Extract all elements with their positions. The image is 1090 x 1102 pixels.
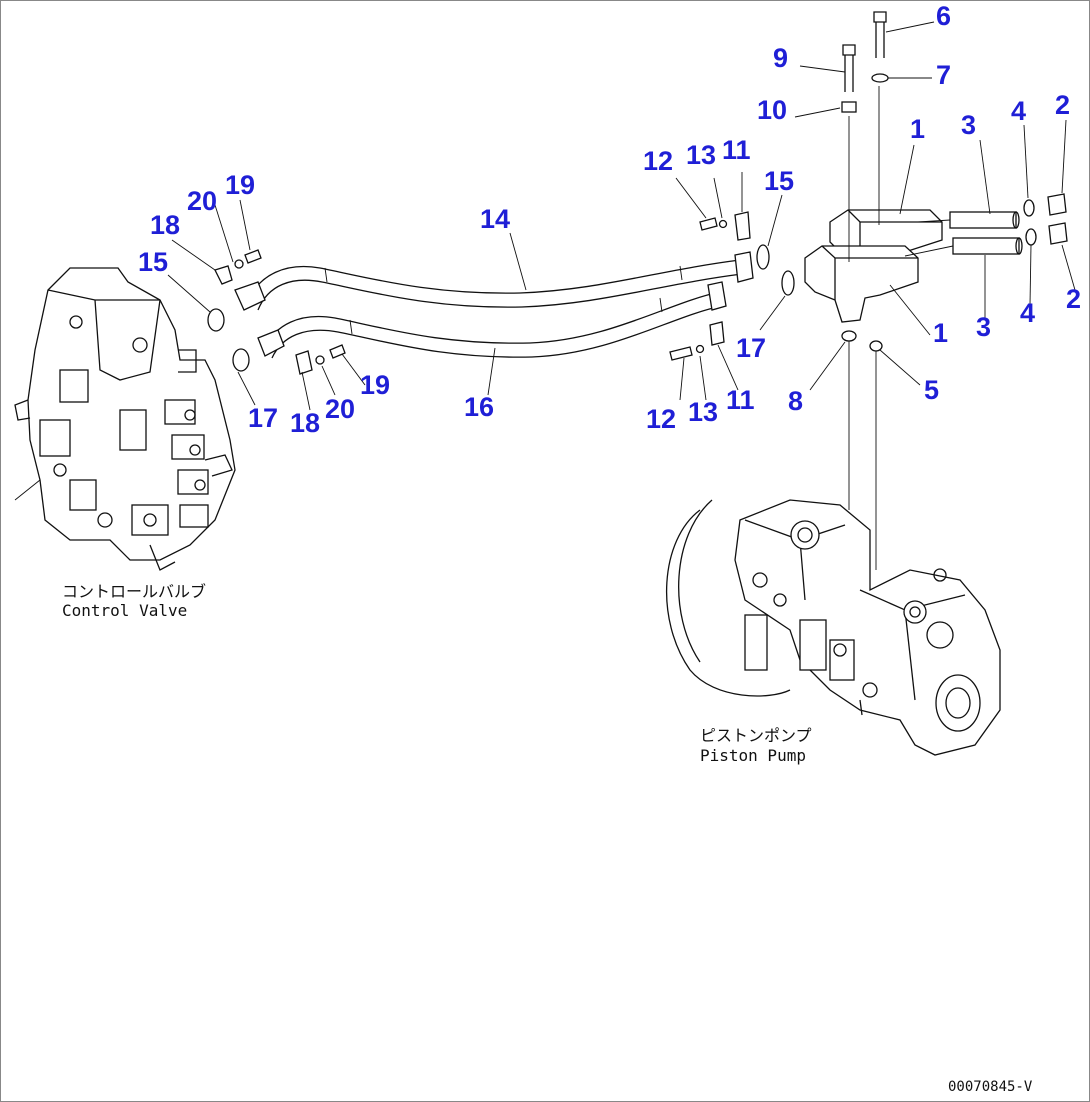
control-valve-caption-jp: コントロールバルブ (62, 582, 206, 601)
callout-label: 3 (976, 312, 991, 342)
callout-label: 13 (688, 397, 718, 427)
drawing-code: 00070845-V (948, 1079, 1033, 1095)
callout-label: 12 (643, 146, 673, 176)
control-valve-drawing (14, 267, 236, 571)
pipe-assembly (234, 251, 754, 359)
callout-label: 15 (138, 247, 168, 277)
callout-label: 6 (936, 1, 951, 31)
callout-label: 3 (961, 110, 976, 140)
callout-label: 11 (726, 385, 755, 415)
callout-label: 11 (722, 135, 751, 165)
leader-lines (167, 21, 1076, 411)
callout-label: 1 (933, 318, 948, 348)
callout-label: 17 (736, 333, 766, 363)
callout-label: 5 (924, 375, 939, 405)
callout-label: 1 (910, 114, 925, 144)
callout-label: 2 (1066, 284, 1081, 314)
callout-label: 8 (788, 386, 803, 416)
callout-label: 18 (150, 210, 180, 240)
callout-label: 4 (1020, 298, 1035, 328)
callout-label: 18 (290, 408, 320, 438)
callout-label: 15 (764, 166, 794, 196)
callout-label: 10 (757, 95, 787, 125)
callout-labels: 6 9 7 10 1 3 4 2 12 13 11 15 14 20 19 18… (138, 1, 1081, 438)
callout-label: 20 (325, 394, 355, 424)
callout-label: 14 (480, 204, 510, 234)
callout-label: 19 (225, 170, 255, 200)
small-parts (207, 211, 795, 375)
piston-pump-caption-en: Piston Pump (700, 746, 806, 765)
callout-label: 20 (187, 186, 217, 216)
fitting-blocks (804, 11, 1068, 570)
callout-label: 2 (1055, 90, 1070, 120)
callout-label: 19 (360, 370, 390, 400)
callout-label: 17 (248, 403, 278, 433)
callout-label: 9 (773, 43, 788, 73)
piston-pump-caption-jp: ピストンポンプ (700, 726, 812, 745)
control-valve-caption-en: Control Valve (62, 601, 187, 620)
callout-label: 16 (464, 392, 494, 422)
callout-label: 7 (936, 60, 951, 90)
callout-label: 13 (686, 140, 716, 170)
callout-label: 12 (646, 404, 676, 434)
callout-label: 4 (1011, 96, 1026, 126)
piston-pump-drawing (665, 499, 1001, 756)
